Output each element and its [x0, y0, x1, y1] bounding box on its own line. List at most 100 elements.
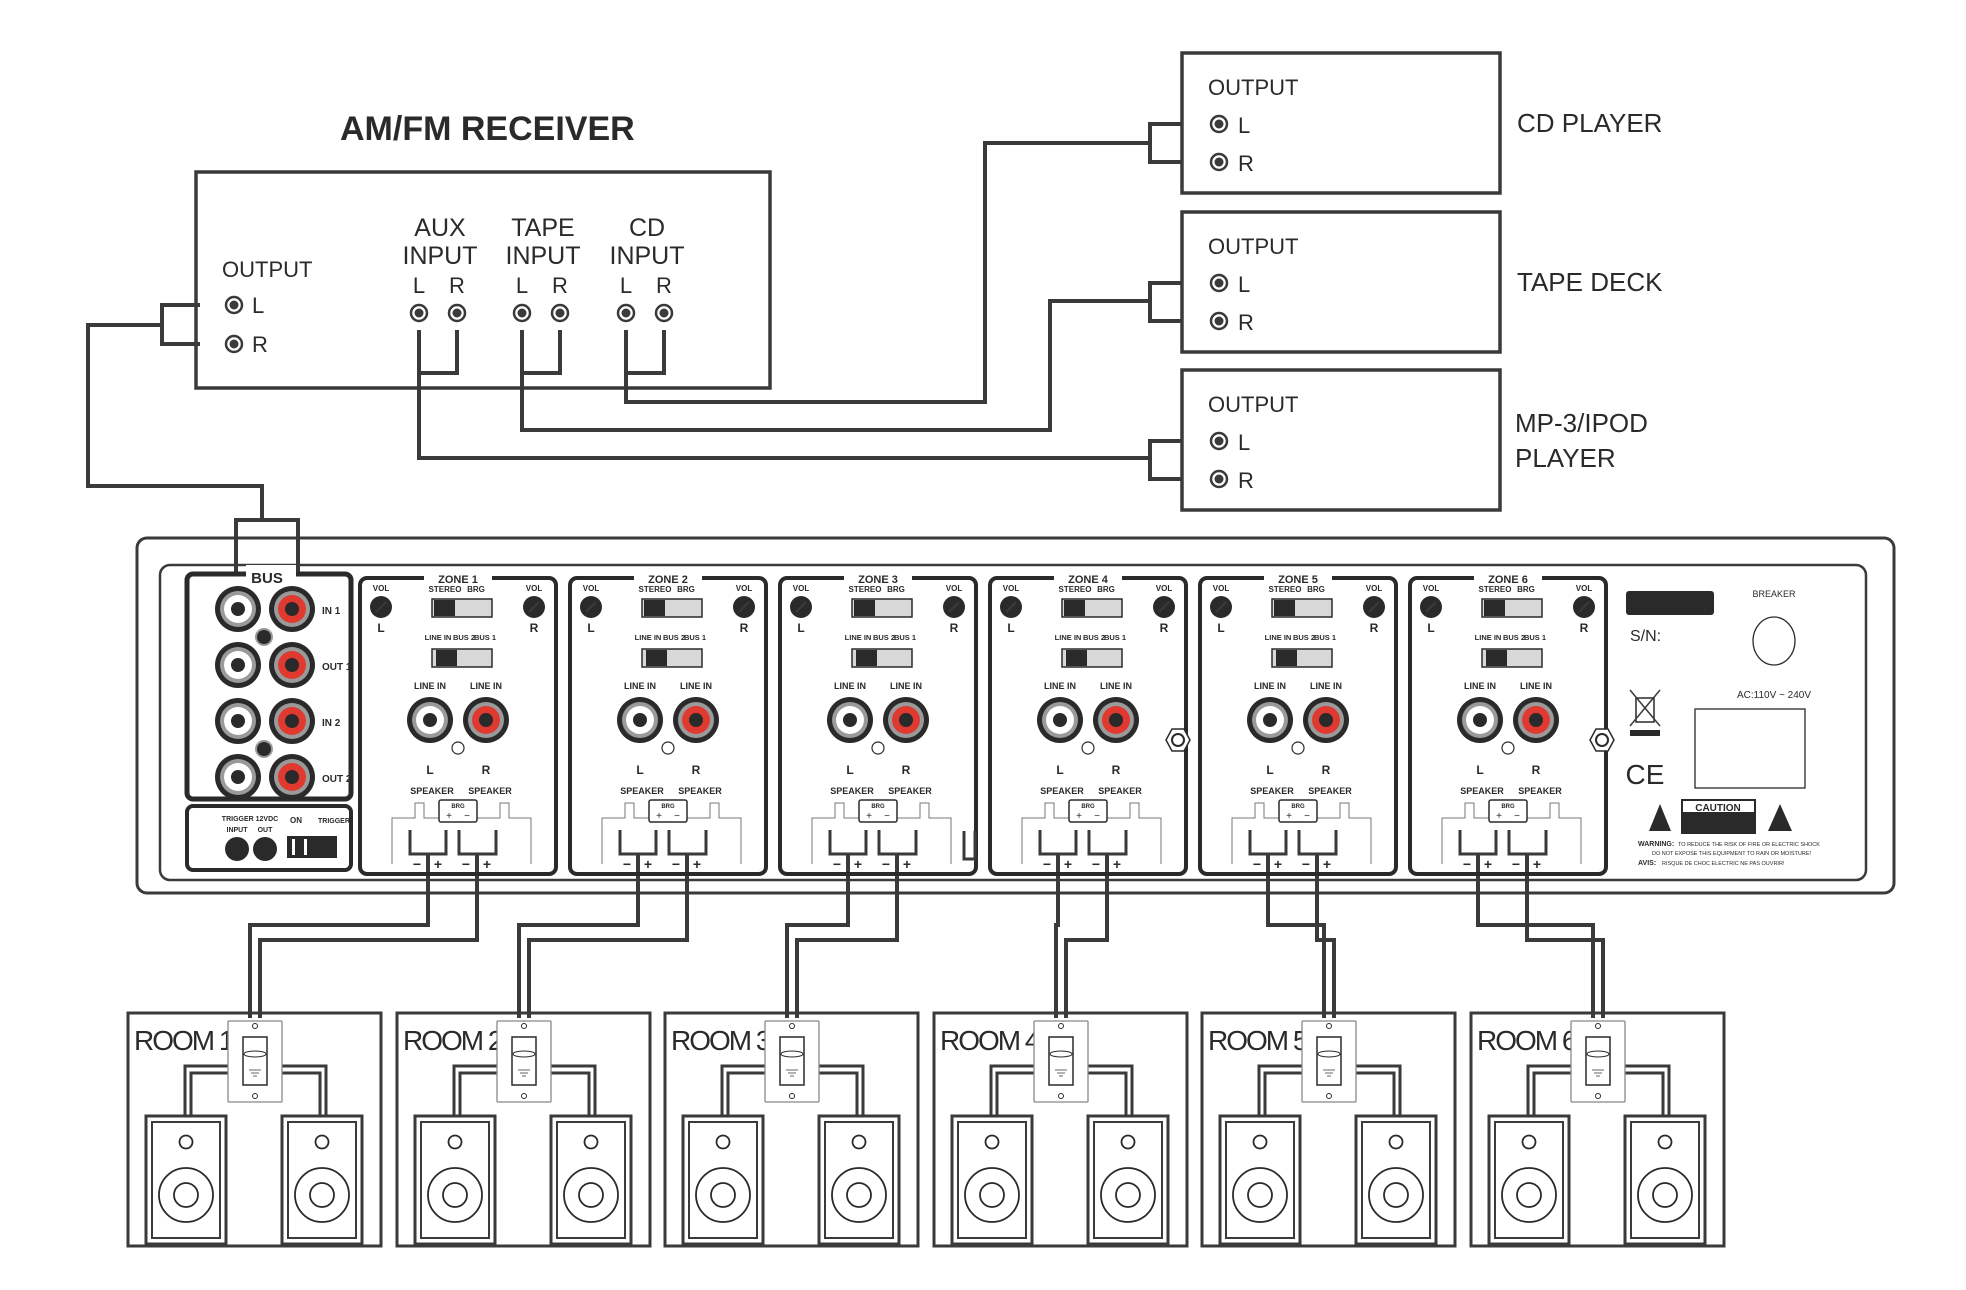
jack-pin-icon	[1529, 713, 1543, 727]
speaker-wire-left	[1257, 1064, 1302, 1116]
speaker-l-terminal	[1248, 830, 1288, 856]
weee-recycling-icon	[1629, 689, 1661, 736]
bridge-indicator-box	[858, 799, 898, 823]
input-l-label: L	[516, 273, 528, 298]
receiver-to-bus-wire	[86, 323, 264, 520]
room-label: ROOM 6	[1477, 1025, 1577, 1056]
jack-center-icon	[517, 308, 527, 318]
jack-center-icon	[1214, 436, 1224, 446]
bridge-label: BRG	[871, 804, 885, 810]
line-in-l-label: LINE IN	[624, 681, 656, 691]
speaker-r-minus-label: −	[462, 856, 470, 872]
ground-nut-hole-icon	[1595, 733, 1609, 747]
line-in-select-label: LINE IN	[1265, 633, 1292, 642]
zone-4-speaker-l-wire	[1054, 854, 1060, 1018]
stereo-label: STEREO	[1479, 585, 1512, 594]
bin-bar-icon	[1630, 730, 1660, 736]
channel-l-label: L	[1056, 763, 1063, 777]
source-l-label: L	[1238, 272, 1250, 297]
zone-frame	[1408, 576, 1608, 876]
ground-nut-hole-icon	[1171, 733, 1185, 747]
trigger-input-jack-icon	[225, 837, 249, 861]
slider-knob-icon	[243, 1050, 267, 1058]
room-frame	[395, 1011, 652, 1248]
room-4: ROOM 4	[932, 1011, 1189, 1248]
speaker-cabinet-inner	[287, 1121, 357, 1239]
speaker-right	[1354, 1114, 1438, 1246]
speaker-r-plus-label: +	[483, 856, 491, 872]
trigger-panel-frame	[185, 804, 353, 872]
mp3-output-fork	[1148, 439, 1182, 481]
ground-screw-icon	[255, 740, 273, 758]
jack-pin-icon	[1109, 713, 1123, 727]
room-frame	[126, 1011, 383, 1248]
led-indicator-icon	[1291, 741, 1305, 755]
stereo-label: STEREO	[1059, 585, 1092, 594]
bus1-select-label: BUS 1	[894, 633, 916, 642]
bridge-indicator-box	[438, 799, 478, 823]
brg-label: BRG	[1307, 585, 1325, 594]
switch-slider	[434, 600, 455, 616]
jack-pin-icon	[231, 770, 245, 784]
speaker-l-plus-label: +	[1274, 856, 1282, 872]
jack-center-icon	[414, 308, 424, 318]
speaker-l-terminal	[1038, 830, 1078, 856]
speaker-wire-right	[819, 1071, 859, 1116]
room-frame	[1200, 1011, 1457, 1248]
stereo-label: STEREO	[1269, 585, 1302, 594]
speaker-cabinet-inner	[1093, 1121, 1163, 1239]
plate-screw-icon	[1595, 1023, 1601, 1029]
receiver-output-l-label: L	[252, 293, 264, 318]
input-name-label: AUX	[414, 214, 466, 242]
speaker-cabinet	[1623, 1114, 1707, 1246]
line-in-l-jack-icon	[617, 697, 663, 743]
tweeter-icon	[1657, 1134, 1673, 1150]
speaker-cabinet	[681, 1114, 765, 1246]
room-5: ROOM 5	[1200, 1011, 1457, 1248]
jack-pin-icon	[231, 602, 245, 616]
caution-line1: RISK OF ELECTRIC SHOCK	[1685, 817, 1751, 823]
bridge-label: BRG	[661, 804, 675, 810]
channel-r-label: R	[692, 763, 701, 777]
speaker-r-label: SPEAKER	[1308, 786, 1352, 796]
speaker-l-minus-label: −	[413, 856, 421, 872]
switch-mark	[304, 839, 307, 855]
woofer-icon	[1368, 1167, 1424, 1223]
speaker-r-label: SPEAKER	[1518, 786, 1562, 796]
speaker-wire-left	[1263, 1071, 1302, 1116]
speaker-cabinet	[280, 1114, 364, 1246]
zone-title-bg	[1264, 570, 1332, 584]
line-in-r-jack-icon	[1513, 697, 1559, 743]
room-label: ROOM 2	[403, 1025, 503, 1056]
vol-l-label: VOL	[1213, 584, 1230, 593]
volume-slider-icon	[242, 1036, 268, 1086]
speaker-cabinet-inner	[556, 1121, 626, 1239]
bus-row-label: OUT 2	[322, 774, 352, 785]
jack-pin-icon	[633, 713, 647, 727]
jack-pin-icon	[231, 658, 245, 672]
jack-pin-icon	[899, 713, 913, 727]
speaker-wire-right	[1088, 1071, 1128, 1116]
speaker-wire-right	[1088, 1064, 1134, 1116]
speaker-l-minus-label: −	[1463, 856, 1471, 872]
vol-r-label: VOL	[1576, 584, 1593, 593]
room-6: ROOM 6	[1469, 1011, 1726, 1248]
speaker-wire-right	[819, 1064, 865, 1116]
channel-l-label: L	[846, 763, 853, 777]
woofer-icon	[1232, 1167, 1288, 1223]
switch-slider	[856, 650, 877, 666]
speaker-r-minus-label: −	[1092, 856, 1100, 872]
trigger-switch-on-label: ON	[290, 816, 302, 825]
woofer-icon	[427, 1167, 483, 1223]
bus1-select-label: BUS 1	[1524, 633, 1546, 642]
switch-slider	[436, 650, 457, 666]
led-indicator-icon	[661, 741, 675, 755]
line-in-l-jack-icon	[1457, 697, 1503, 743]
knob-slot	[948, 601, 960, 613]
switch-slider	[644, 600, 665, 616]
zone-6-speaker-r-wire	[1525, 854, 1605, 1018]
bridge-label: BRG	[1291, 804, 1305, 810]
